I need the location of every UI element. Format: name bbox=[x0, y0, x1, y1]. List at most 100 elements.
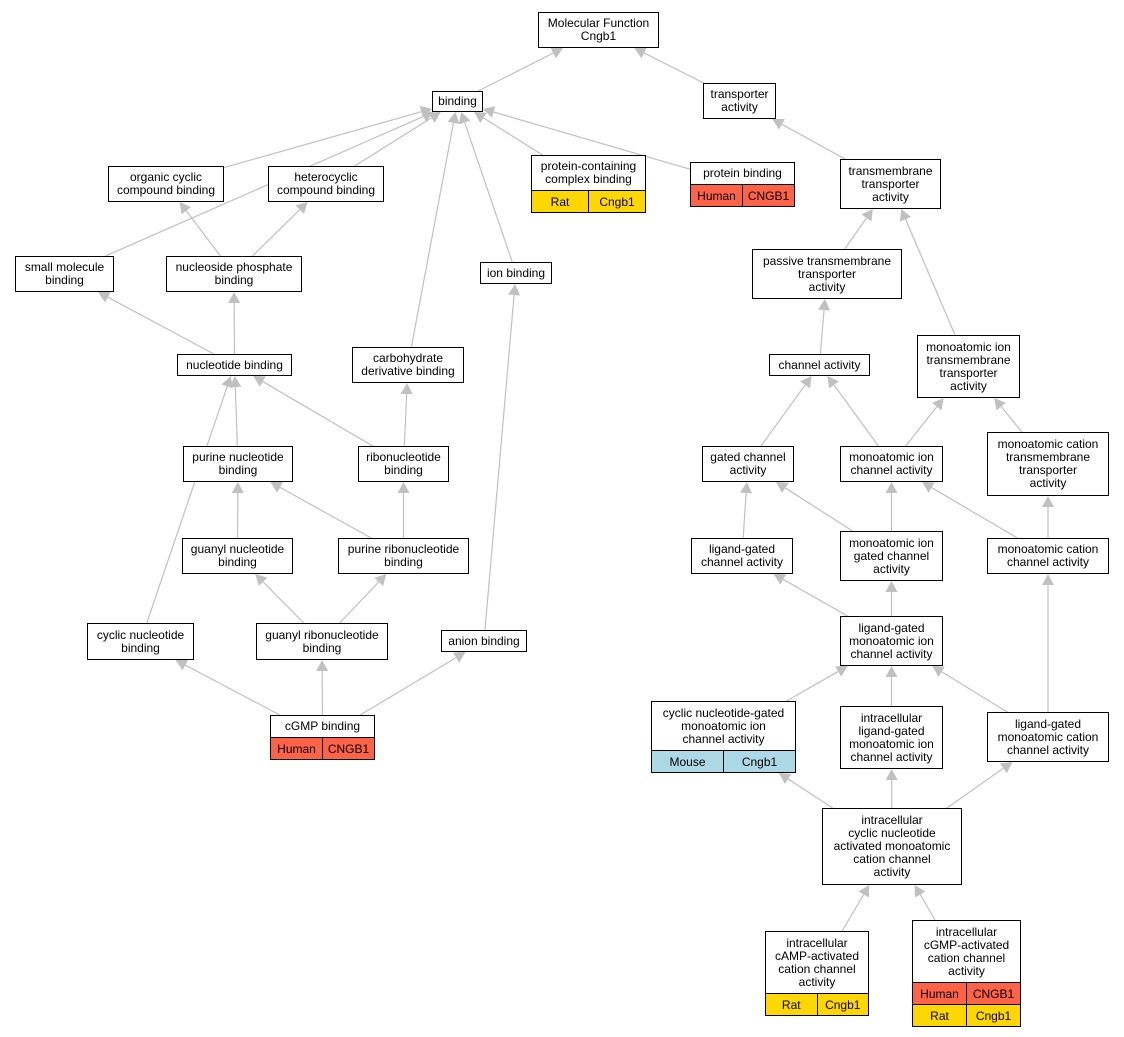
arrowhead-carbohydrate-to-binding bbox=[447, 112, 460, 124]
node-ligand-gated-channel-activity[interactable]: ligand-gated channel activity bbox=[691, 538, 793, 574]
node-monoatomic-ion-gated-channel-activity[interactable]: monoatomic ion gated channel activity bbox=[840, 531, 943, 581]
annotation-species: Rat bbox=[781, 997, 801, 1012]
arrowhead-guanyl_ribonuc-to-purine_ribonuc bbox=[374, 574, 387, 587]
node-label: monoatomic cation channel activity bbox=[997, 542, 1099, 569]
node-intracellular-cgmp-activated-cation-channel[interactable]: intracellular cGMP-activated cation chan… bbox=[912, 920, 1021, 1027]
arrowhead-nucleotide-to-small_molecule bbox=[98, 291, 111, 303]
node-transmembrane-transporter-activity[interactable]: transmembrane transporter activity bbox=[840, 159, 941, 209]
edge-carbohydrate-to-binding bbox=[410, 122, 455, 348]
edge-ion_channel-to-channel bbox=[833, 384, 879, 447]
annotation-row: Human CNGB1 bbox=[691, 184, 794, 206]
node-purine-nucleotide-binding[interactable]: purine nucleotide binding bbox=[183, 446, 293, 482]
node-guanyl-ribonucleotide-binding[interactable]: guanyl ribonucleotide binding bbox=[256, 623, 388, 660]
node-transporter-activity[interactable]: transporter activity bbox=[703, 83, 776, 119]
node-label: cGMP binding bbox=[284, 719, 361, 733]
node-label: purine ribonucleotide binding bbox=[347, 542, 460, 569]
node-label: ligand-gated channel activity bbox=[700, 542, 784, 569]
annotation-species: Rat bbox=[930, 1008, 949, 1023]
annotation-gene: CNGB1 bbox=[966, 983, 1020, 1004]
annotation-gene: Cngb1 bbox=[816, 994, 869, 1015]
arrowhead-channel-to-passive_tm bbox=[818, 299, 831, 311]
edge-ion_tm-to-tm_transporter bbox=[904, 218, 956, 336]
arrowhead-nucleoside_phosphate-to-heterocyclic bbox=[295, 202, 308, 214]
node-anion-binding[interactable]: anion binding bbox=[441, 630, 527, 652]
arrowhead-small_molecule-to-binding bbox=[421, 110, 434, 122]
node-intracellular-ligand-gated-ion-channel-activity[interactable]: intracellular ligand-gated monoatomic io… bbox=[840, 706, 943, 769]
node-label: intracellular cyclic nucleotide activate… bbox=[833, 813, 951, 879]
arrowhead-cgmp_binding-to-guanyl_ribonuc bbox=[316, 660, 329, 672]
node-label: cyclic nucleotide binding bbox=[96, 627, 185, 655]
arrowhead-camp-to-intra_cn bbox=[858, 885, 870, 898]
node-label: intracellular cAMP-activated cation chan… bbox=[774, 935, 860, 989]
edge-small_molecule-to-binding bbox=[105, 115, 424, 257]
node-cyclic-nucleotide-binding[interactable]: cyclic nucleotide binding bbox=[87, 623, 194, 660]
node-heterocyclic-compound-binding[interactable]: heterocyclic compound binding bbox=[268, 166, 384, 202]
arrowhead-lg_cation-to-lg_ion_channel bbox=[932, 666, 945, 677]
edge-cation_tm-to-ion_tm bbox=[1000, 406, 1023, 433]
node-protein-containing-complex-binding[interactable]: protein-containing complex binding Rat C… bbox=[531, 155, 646, 213]
arrowhead-ribonuc-to-nucleotide bbox=[253, 376, 266, 387]
node-monoatomic-ion-transmembrane-transporter-activity[interactable]: monoatomic ion transmembrane transporter… bbox=[917, 335, 1020, 398]
node-purine-ribonucleotide-binding[interactable]: purine ribonucleotide binding bbox=[338, 538, 469, 574]
node-protein-binding[interactable]: protein binding Human CNGB1 bbox=[690, 162, 795, 207]
node-channel-activity[interactable]: channel activity bbox=[769, 354, 870, 376]
annotation-species: Rat bbox=[550, 194, 570, 209]
node-ligand-gated-monoatomic-cation-channel-activity[interactable]: ligand-gated monoatomic cation channel a… bbox=[987, 712, 1109, 762]
node-small-molecule-binding[interactable]: small molecule binding bbox=[15, 256, 114, 292]
annotation-row: Rat Cngb1 bbox=[532, 190, 645, 212]
annotation-gene: Cngb1 bbox=[723, 751, 795, 772]
node-label: ligand-gated monoatomic cation channel a… bbox=[997, 716, 1099, 757]
node-carbohydrate-derivative-binding[interactable]: carbohydrate derivative binding bbox=[352, 347, 464, 383]
edge-passive_tm-to-tm_transporter bbox=[844, 217, 868, 250]
node-label: carbohydrate derivative binding bbox=[361, 351, 455, 378]
arrowhead-purine_nuc-to-nucleotide bbox=[229, 376, 242, 388]
edge-cgmp_binding-to-cyclic_nuc bbox=[185, 664, 281, 716]
node-label: ribonucleotide binding bbox=[366, 450, 441, 477]
node-monoatomic-cation-transmembrane-transporter-activity[interactable]: monoatomic cation transmembrane transpor… bbox=[987, 432, 1109, 496]
edge-protein_complex-to-binding bbox=[483, 117, 543, 156]
annotation-gene: Cngb1 bbox=[966, 1005, 1020, 1026]
node-cgmp-binding[interactable]: cGMP binding Human CNGB1 bbox=[270, 715, 375, 760]
node-label: gated channel activity bbox=[710, 450, 786, 477]
node-passive-transmembrane-transporter-activity[interactable]: passive transmembrane transporter activi… bbox=[752, 249, 902, 299]
node-nucleotide-binding[interactable]: nucleotide binding bbox=[177, 354, 292, 376]
arrowhead-passive_tm-to-tm_transporter bbox=[861, 209, 873, 222]
arrowhead-guanyl_nuc-to-purine_nuc bbox=[231, 482, 244, 494]
node-guanyl-nucleotide-binding[interactable]: guanyl nucleotide binding bbox=[182, 538, 293, 574]
node-label: monoatomic ion channel activity bbox=[849, 450, 934, 477]
arrowhead-ion_binding-to-binding bbox=[458, 112, 471, 125]
arrowhead-cyclic_nuc-to-nucleotide bbox=[221, 376, 233, 389]
arrowhead-ion_gated-to-ion_channel bbox=[885, 482, 898, 493]
node-label: heterocyclic compound binding bbox=[276, 170, 376, 197]
arrowhead-protein_binding-to-binding bbox=[483, 106, 496, 118]
node-organic-cyclic-compound-binding[interactable]: organic cyclic compound binding bbox=[108, 166, 224, 202]
node-binding[interactable]: binding bbox=[432, 91, 483, 112]
arrowhead-ion_gated-to-gated_channel bbox=[776, 482, 789, 493]
node-cyclic-nucleotide-gated-channel-activity[interactable]: cyclic nucleotide-gated monoatomic ion c… bbox=[651, 701, 796, 773]
node-molecular-function[interactable]: Molecular Function Cngb1 bbox=[538, 12, 659, 48]
arrowhead-cation_channel-to-ion_channel bbox=[922, 482, 935, 493]
node-gated-channel-activity[interactable]: gated channel activity bbox=[702, 446, 794, 482]
node-monoatomic-ion-channel-activity[interactable]: monoatomic ion channel activity bbox=[840, 446, 943, 482]
arrowhead-protein_complex-to-binding bbox=[474, 112, 487, 123]
edge-guanyl_ribonuc-to-guanyl_nuc bbox=[262, 581, 305, 624]
annotation-gene: CNGB1 bbox=[322, 738, 374, 759]
node-ligand-gated-monoatomic-ion-channel-activity[interactable]: ligand-gated monoatomic ion channel acti… bbox=[840, 616, 943, 666]
node-label: intracellular cGMP-activated cation chan… bbox=[923, 924, 1010, 978]
node-monoatomic-cation-channel-activity[interactable]: monoatomic cation channel activity bbox=[987, 538, 1109, 574]
node-label: passive transmembrane transporter activi… bbox=[762, 253, 892, 294]
arrowhead-purine_ribonuc-to-ribonuc bbox=[397, 482, 410, 493]
node-label: binding bbox=[438, 94, 477, 108]
edge-lg_cation-to-lg_ion_channel bbox=[941, 671, 1008, 713]
node-intracellular-camp-activated-cation-channel[interactable]: intracellular cAMP-activated cation chan… bbox=[765, 931, 869, 1016]
edge-nucleotide-to-small_molecule bbox=[107, 296, 215, 355]
node-intracellular-cyclic-nucleotide-activated-cation-channel[interactable]: intracellular cyclic nucleotide activate… bbox=[822, 808, 962, 885]
node-label: intracellular ligand-gated monoatomic io… bbox=[849, 710, 934, 764]
node-ion-binding[interactable]: ion binding bbox=[480, 262, 552, 284]
node-nucleoside-phosphate-binding[interactable]: nucleoside phosphate binding bbox=[166, 256, 302, 292]
arrowhead-guanyl_ribonuc-to-guanyl_nuc bbox=[255, 574, 268, 587]
edge-protein_binding-to-binding bbox=[493, 111, 691, 170]
node-label: cyclic nucleotide-gated monoatomic ion c… bbox=[662, 705, 785, 746]
node-ribonucleotide-binding[interactable]: ribonucleotide binding bbox=[358, 446, 449, 482]
